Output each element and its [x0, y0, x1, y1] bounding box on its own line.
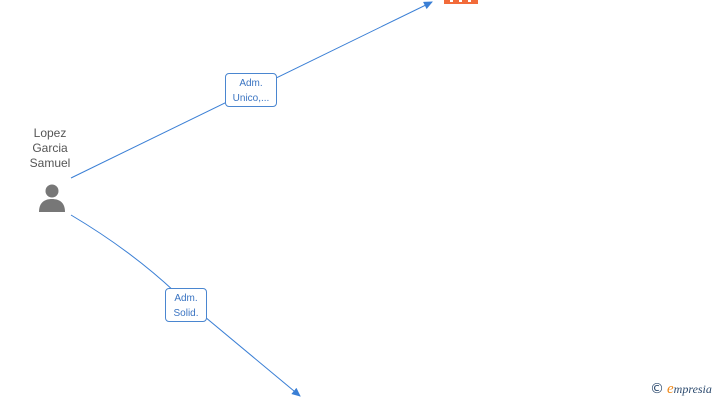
brand-logo-text: mpresia: [673, 381, 712, 396]
brand-watermark: © empresia: [650, 380, 712, 398]
building-icon[interactable]: [444, 0, 478, 4]
brand-logo: empresia: [667, 381, 712, 398]
relation-label-line: Unico,...: [232, 93, 270, 104]
relation-label-adm-solid[interactable]: Adm. Solid.: [165, 288, 207, 322]
person-icon[interactable]: [37, 183, 67, 213]
person-name-line: Lopez: [33, 126, 67, 140]
relation-label-adm-unico[interactable]: Adm. Unico,...: [225, 73, 277, 107]
person-name[interactable]: Lopez Garcia Samuel: [20, 126, 80, 171]
person-name-line: Samuel: [29, 156, 71, 170]
brand-logo-initial: e: [667, 380, 674, 397]
relation-label-line: Solid.: [173, 308, 199, 319]
relation-label-line: Adm.: [174, 293, 198, 304]
copyright-symbol: ©: [650, 381, 664, 397]
person-name-line: Garcia: [32, 141, 68, 155]
relation-label-line: Adm.: [239, 78, 263, 89]
